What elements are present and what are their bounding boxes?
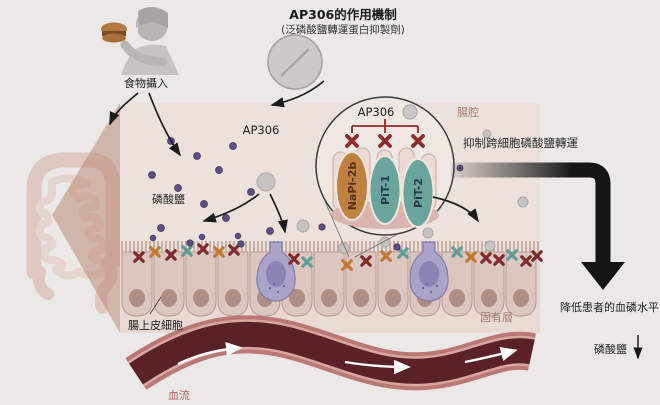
ap306-particles [256,129,529,254]
food-intake-label: 食物攝入 [124,76,168,90]
open-mouth [121,27,138,41]
pill-icon [267,34,323,90]
figure-subtitle: (泛磷酸鹽轉運蛋白抑製劑) [281,23,405,36]
inhibition-x-marks [345,134,425,148]
inhibit-transport-label: 抑制跨細胞磷酸鹽轉運 [463,136,578,150]
arrow-pill-to-lumen [270,80,325,108]
epithelium-pointer-line [149,296,162,315]
blood-vessel [125,315,537,391]
lumen-label: 腸腔 [457,105,479,119]
process-arrows [109,80,479,234]
arrow-inset-to-epithelium [432,196,479,223]
arm [120,40,168,67]
pill-score-line [280,48,310,77]
pit1-label: PiT-1 [379,175,392,205]
blood-flow-label: 血流 [168,388,190,402]
napi2b-label: NaPi-2b [346,162,359,211]
inset-pill-icon [402,104,418,120]
result-arrowhead [581,262,625,290]
goblet-cell [409,241,449,302]
person-eating [101,6,179,75]
arrow-ap306-down [269,193,288,234]
pit2-oval [401,158,435,228]
inset-callout-lines [323,198,399,258]
microvilli-brush-border [120,241,540,252]
result-arrow [451,162,625,290]
phosphate-down-label: 磷酸鹽 [594,342,627,356]
napi2b-oval [335,151,369,221]
epithelial-cell-label: 腸上皮細胞 [128,319,183,332]
inset-drug-label: AP306 [358,105,395,119]
burger-icon [101,22,127,43]
figure-title: AP306的作用機制 [289,7,396,22]
arrow-food-to-gut [109,92,139,126]
transporter-ovals: NaPi-2b PiT-1 PiT-2 [335,151,435,228]
arrow-food-to-lumen [148,92,181,157]
ap306-free-label: AP306 [243,123,280,137]
epithelium-layer [120,241,543,333]
magnifier-cone [52,103,120,333]
goblet-cell [256,241,296,302]
inhibition-bracket [351,119,419,133]
pit1-oval [368,155,402,225]
blood-flow-arrows [177,341,518,375]
phosphate-label: 磷酸鹽 [152,192,185,206]
arrow-ap306-left [202,193,260,223]
lower-phosphorus-label: 降低患者的血磷水平 [560,300,659,314]
lamina-propria-label: 固有層 [480,310,513,324]
pit2-label: PiT-2 [412,178,425,208]
inset-magnifier: NaPi-2b PiT-1 PiT-2 AP306 [315,96,455,258]
